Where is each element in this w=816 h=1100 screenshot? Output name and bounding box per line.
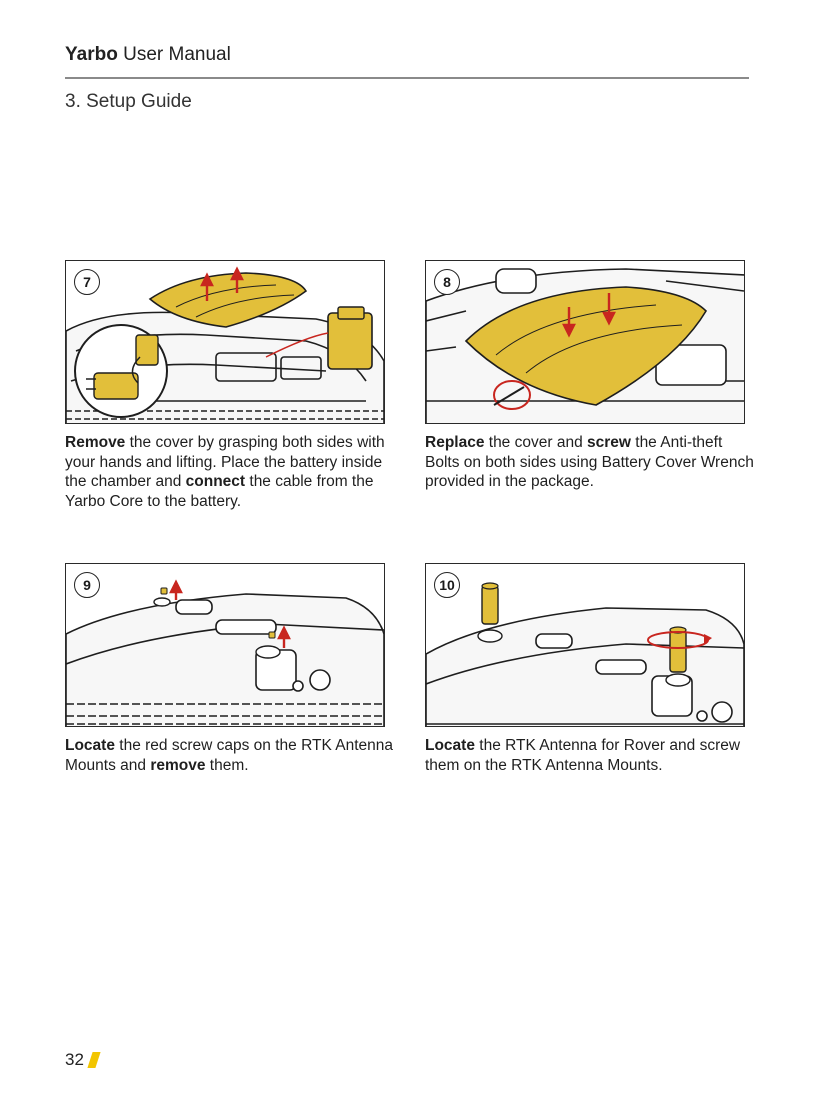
rtk-antenna-install-drawing [426, 582, 744, 726]
step-8-caption: Replace the cover and screw the Anti-the… [425, 433, 755, 492]
step-number-badge: 8 [434, 269, 460, 295]
step-8-illustration: 8 [425, 260, 745, 424]
caption-text: them. [205, 756, 249, 774]
battery-install-drawing [66, 266, 384, 423]
page-number: 32 [65, 1050, 84, 1069]
caption-text: the red screw caps on the RTK Antenna Mo… [65, 737, 393, 774]
rtk-antenna-mount [153, 597, 281, 659]
manual-header: Yarbo User Manual [65, 44, 231, 66]
step-8: 8 Replace the cover and screw [425, 260, 755, 492]
step-7: 7 [65, 260, 395, 511]
caption-text: the cable from the Yarbo Core to the bat… [65, 473, 374, 510]
caption-text: the Anti-theft Bolts on both sides using… [425, 434, 754, 490]
battery-cover-drawing [464, 286, 708, 406]
press-arrows [562, 293, 616, 338]
manual-title: User Manual [123, 44, 231, 65]
step-10-caption: Locate the RTK Antenna for Rover and scr… [425, 736, 755, 775]
caption-bold-text: screw [587, 434, 631, 451]
screw-rotation-indicator [647, 631, 712, 649]
caption-bold-text: Locate [425, 737, 475, 754]
step-9: 9 L [65, 563, 395, 775]
caption-bold-text: connect [185, 473, 246, 490]
battery-chamber-zoom [74, 324, 168, 418]
step-number-badge: 9 [74, 572, 100, 598]
step-10: 10 [425, 563, 755, 775]
lift-arrows [200, 266, 244, 301]
rtk-antenna-right [665, 626, 691, 687]
caption-bold-text: Locate [65, 737, 115, 754]
step-7-illustration: 7 [65, 260, 385, 424]
step-7-caption: Remove the cover by grasping both sides … [65, 433, 395, 511]
header-divider [65, 77, 749, 79]
caption-text: the cover and [484, 434, 587, 451]
anti-theft-bolt-rotation [493, 380, 531, 410]
brand-name: Yarbo [65, 44, 118, 65]
caption-text: the cover by grasping both sides with yo… [65, 434, 385, 490]
screw-cap-removal-drawing [66, 579, 384, 726]
brand-accent-mark [87, 1052, 101, 1068]
removal-arrows [169, 579, 291, 648]
red-screw-caps [160, 587, 276, 639]
caption-bold-text: Replace [425, 434, 485, 451]
caption-text: the RTK Antenna for Rover and screw them… [425, 737, 741, 774]
section-title: 3. Setup Guide [65, 91, 192, 112]
rtk-antenna-left [477, 582, 503, 643]
step-number-badge: 10 [434, 572, 460, 598]
battery-pack-drawing [265, 306, 373, 370]
step-9-caption: Locate the red screw caps on the RTK Ant… [65, 736, 395, 775]
caption-bold-text: Remove [65, 434, 126, 451]
step-number-badge: 7 [74, 269, 100, 295]
cover-replace-drawing [426, 268, 744, 423]
step-10-illustration: 10 [425, 563, 745, 727]
caption-bold-text: remove [150, 756, 206, 774]
step-9-illustration: 9 [65, 563, 385, 727]
